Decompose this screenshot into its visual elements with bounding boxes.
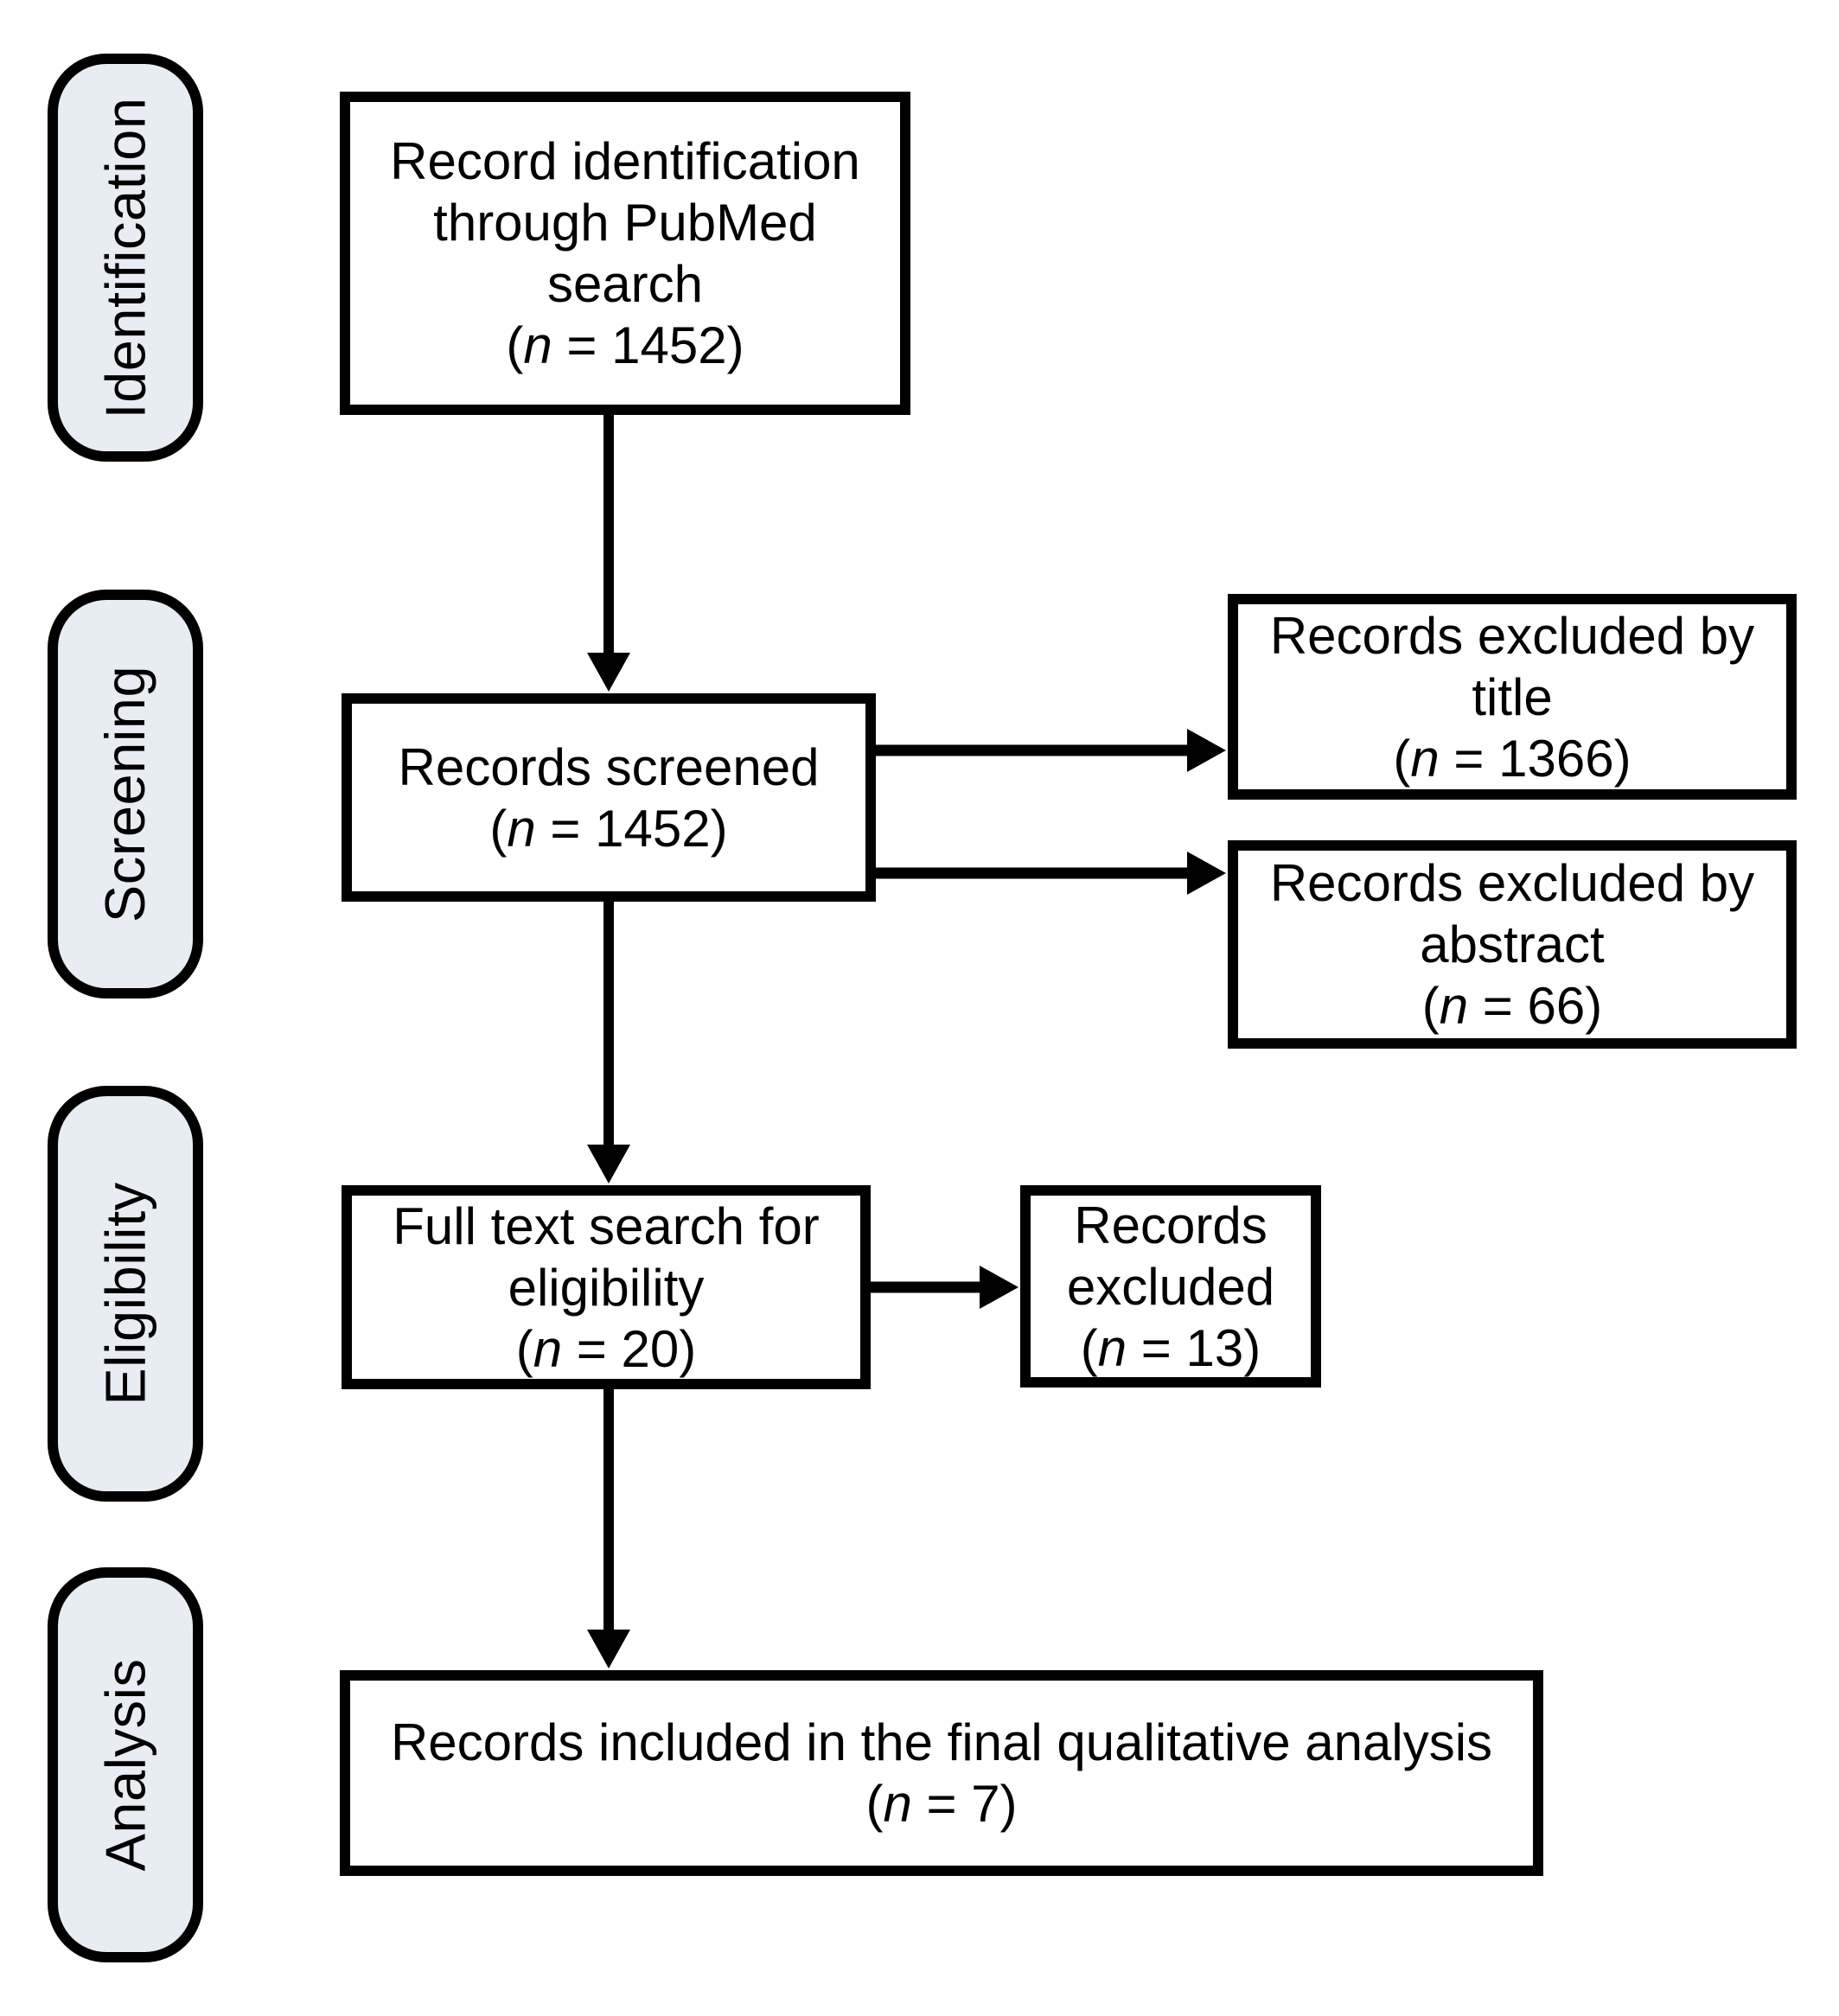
stage-identification: Identification <box>48 54 203 462</box>
count-n-symbol: n <box>1439 977 1469 1035</box>
stage-screening: Screening <box>48 590 203 998</box>
count-open-paren: ( <box>1393 729 1411 788</box>
arrow-identification-to-screened <box>587 413 630 692</box>
count-open-paren: ( <box>1080 1318 1098 1377</box>
box-included-final-analysis-count: (n = 7) <box>865 1773 1017 1834</box>
arrow-screened-to-excluded-title <box>874 729 1226 772</box>
count-open-paren: ( <box>1421 977 1440 1035</box>
arrow-screened-to-excluded-abstract <box>874 852 1226 895</box>
box-records-screened-text: Records screened <box>398 737 820 796</box>
count-value: = 66) <box>1468 977 1603 1035</box>
count-open-paren: ( <box>865 1775 884 1833</box>
box-record-identification-count: (n = 1452) <box>506 315 744 376</box>
stage-eligibility-label: Eligibility <box>93 1182 157 1406</box>
count-open-paren: ( <box>506 316 524 374</box>
count-n-symbol: n <box>1410 729 1440 788</box>
box-records-screened: Records screened (n = 1452) <box>342 693 876 902</box>
box-records-excluded: Records excluded (n = 13) <box>1020 1185 1321 1388</box>
stage-analysis-label: Analysis <box>93 1658 157 1872</box>
box-full-text-search: Full text search for eligibility (n = 20… <box>342 1185 871 1389</box>
count-n-symbol: n <box>533 1319 563 1378</box>
stage-screening-label: Screening <box>93 665 157 923</box>
count-value: = 1366) <box>1439 729 1631 788</box>
box-records-excluded-text: Records excluded <box>1066 1196 1275 1316</box>
box-excluded-by-title: Records excluded by title (n = 1366) <box>1228 594 1797 800</box>
box-excluded-by-abstract: Records excluded by abstract (n = 66) <box>1228 840 1797 1049</box>
box-excluded-by-abstract-count: (n = 66) <box>1422 975 1602 1037</box>
count-value: = 1452) <box>535 799 728 858</box>
count-n-symbol: n <box>883 1775 912 1833</box>
box-excluded-by-title-count: (n = 1366) <box>1393 728 1631 789</box>
box-records-screened-count: (n = 1452) <box>489 798 727 859</box>
count-open-paren: ( <box>489 799 508 858</box>
count-open-paren: ( <box>515 1319 533 1378</box>
count-n-symbol: n <box>1097 1318 1127 1377</box>
box-included-final-analysis-text: Records included in the final qualitativ… <box>390 1713 1493 1771</box>
arrow-screened-to-fulltext <box>587 900 630 1183</box>
stage-identification-label: Identification <box>93 97 157 418</box>
box-excluded-by-abstract-text: Records excluded by abstract <box>1269 854 1755 973</box>
count-value: = 20) <box>562 1319 697 1378</box>
box-full-text-search-count: (n = 20) <box>516 1318 696 1380</box>
count-value: = 7) <box>911 1775 1018 1833</box>
box-record-identification: Record identification through PubMed sea… <box>340 92 910 415</box>
stage-eligibility: Eligibility <box>48 1086 203 1502</box>
stage-analysis: Analysis <box>48 1567 203 1962</box>
box-included-final-analysis: Records included in the final qualitativ… <box>340 1670 1543 1876</box>
count-n-symbol: n <box>523 316 552 374</box>
box-records-excluded-count: (n = 13) <box>1081 1317 1261 1379</box>
count-value: = 1452) <box>552 316 744 374</box>
count-value: = 13) <box>1127 1318 1261 1377</box>
arrow-fulltext-to-included <box>587 1388 630 1668</box>
arrow-fulltext-to-excluded <box>869 1266 1018 1309</box>
count-n-symbol: n <box>507 799 536 858</box>
box-full-text-search-text: Full text search for eligibility <box>393 1196 820 1317</box>
box-record-identification-text: Record identification through PubMed sea… <box>390 132 860 313</box>
box-excluded-by-title-text: Records excluded by title <box>1269 606 1755 726</box>
